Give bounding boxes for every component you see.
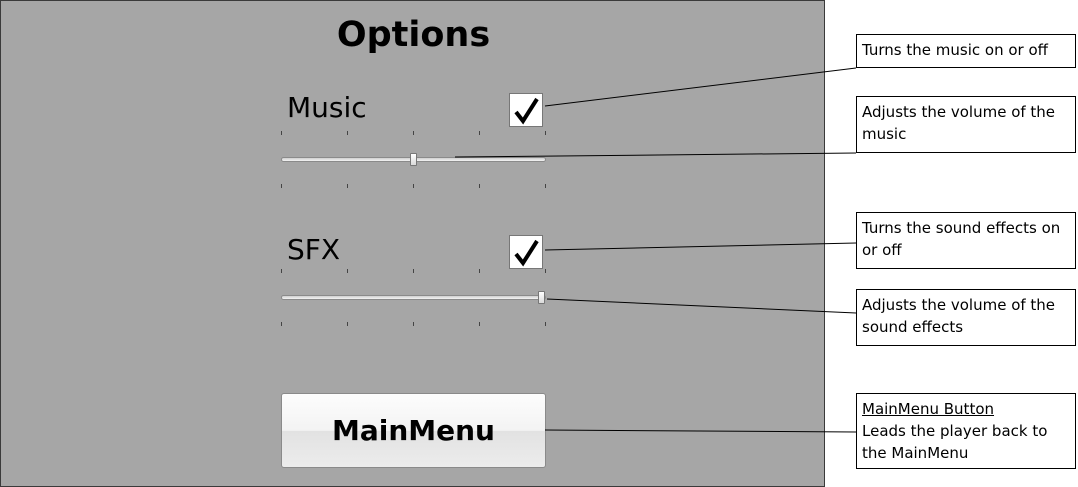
music-volume-slider[interactable] xyxy=(281,153,546,166)
callout-sfx-volume-text: Adjusts the volume of the sound effects xyxy=(862,296,1056,336)
callout-main-menu-heading: MainMenu Button xyxy=(862,400,995,418)
options-title: Options xyxy=(336,15,491,55)
music-slider-bottom-ticks xyxy=(281,184,547,190)
music-toggle-checkbox[interactable] xyxy=(509,93,543,127)
callout-music-toggle: Turns the music on or off xyxy=(856,34,1076,68)
callout-music-volume: Adjusts the volume of the music xyxy=(856,96,1076,153)
music-label: Music xyxy=(287,91,367,124)
options-panel: Options Music SFX MainMenu xyxy=(0,0,825,487)
callout-sfx-volume: Adjusts the volume of the sound effects xyxy=(856,289,1076,346)
main-menu-button[interactable]: MainMenu xyxy=(281,393,546,468)
sfx-volume-slider-thumb[interactable] xyxy=(538,291,545,304)
sfx-volume-slider[interactable] xyxy=(281,291,546,304)
sfx-label: SFX xyxy=(287,233,341,266)
sfx-slider-top-ticks xyxy=(281,269,547,275)
callout-sfx-toggle-text: Turns the sound effects on or off xyxy=(862,219,1061,259)
checkmark-icon xyxy=(514,239,539,267)
music-volume-slider-thumb[interactable] xyxy=(410,153,417,166)
callout-music-volume-text: Adjusts the volume of the music xyxy=(862,103,1056,143)
callout-sfx-toggle: Turns the sound effects on or off xyxy=(856,212,1076,269)
sfx-slider-bottom-ticks xyxy=(281,322,547,328)
sfx-toggle-checkbox[interactable] xyxy=(509,235,543,269)
callout-main-menu-text: Leads the player back to the MainMenu xyxy=(862,422,1048,462)
callout-main-menu: MainMenu Button Leads the player back to… xyxy=(856,393,1076,469)
music-slider-top-ticks xyxy=(281,131,547,137)
callout-music-toggle-text: Turns the music on or off xyxy=(862,41,1048,59)
checkmark-icon xyxy=(514,97,539,125)
